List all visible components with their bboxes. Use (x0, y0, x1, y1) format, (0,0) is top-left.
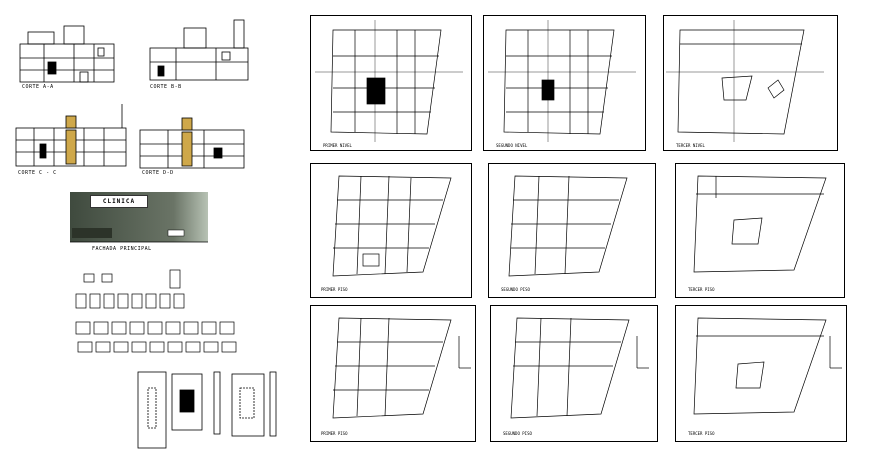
plan-mid-3: TERCER PISO (675, 163, 845, 298)
plan-bot-3-drawing (693, 317, 842, 415)
plan-mid-2-caption: SEGUNDO PISO (501, 287, 530, 292)
plan-top-1-caption: PRIMER NIVEL (323, 143, 352, 148)
facade-sign: CLINICA (90, 195, 148, 208)
facade: CLINICA FACHADA PRINCIPAL (70, 188, 208, 254)
door-window-drawings (75, 269, 237, 353)
plan-bot-1-drawing (332, 317, 471, 419)
plan-top-2: SEGUNDO NIVEL (483, 15, 646, 151)
section-aa-label: CORTE A-A (22, 84, 54, 90)
plan-top-3-drawing (666, 20, 824, 142)
section-bb-label: CORTE B-B (150, 84, 182, 90)
plan-bot-2-caption: SEGUNDO PISO (503, 431, 532, 436)
plan-bot-3-caption: TERCER PISO (688, 431, 715, 436)
detail-drawings-svg (137, 371, 277, 449)
plan-mid-1: PRIMER PISO (310, 163, 472, 298)
plan-mid-1-caption: PRIMER PISO (321, 287, 348, 292)
plan-top-2-drawing (488, 20, 636, 142)
plan-top-3: TERCER NIVEL (663, 15, 838, 151)
section-aa-drawing (19, 25, 115, 83)
section-dd-label: CORTE D-D (142, 170, 174, 176)
plan-top-1: PRIMER NIVEL (310, 15, 472, 151)
section-bb: CORTE B-B (146, 18, 252, 90)
plan-mid-3-drawing (693, 175, 827, 273)
section-cc-drawing (15, 104, 127, 167)
section-dd: CORTE D-D (138, 108, 250, 178)
facade-caption: FACHADA PRINCIPAL (92, 246, 152, 252)
section-cc-label: CORTE C - C (18, 170, 57, 176)
plan-bot-1: PRIMER PISO (310, 305, 476, 442)
section-bb-drawing (149, 19, 249, 81)
plan-top-3-caption: TERCER NIVEL (676, 143, 705, 148)
plan-top-2-caption: SEGUNDO NIVEL (496, 143, 528, 148)
section-cc: CORTE C - C (14, 100, 132, 178)
plan-bot-3: TERCER PISO (675, 305, 847, 442)
detail-drawings (132, 362, 292, 462)
plan-mid-2: SEGUNDO PISO (488, 163, 656, 298)
plan-mid-1-drawing (332, 175, 452, 277)
plan-bot-2-drawing (510, 317, 649, 419)
plan-bot-2: SEGUNDO PISO (490, 305, 658, 442)
section-dd-drawing (139, 117, 245, 169)
plan-top-1-drawing (315, 20, 463, 142)
plan-mid-3-caption: TERCER PISO (688, 287, 715, 292)
plan-mid-2-drawing (508, 175, 628, 277)
section-aa: CORTE A-A (14, 18, 120, 90)
plan-bot-1-caption: PRIMER PISO (321, 431, 348, 436)
door-window-schedule (74, 268, 244, 360)
